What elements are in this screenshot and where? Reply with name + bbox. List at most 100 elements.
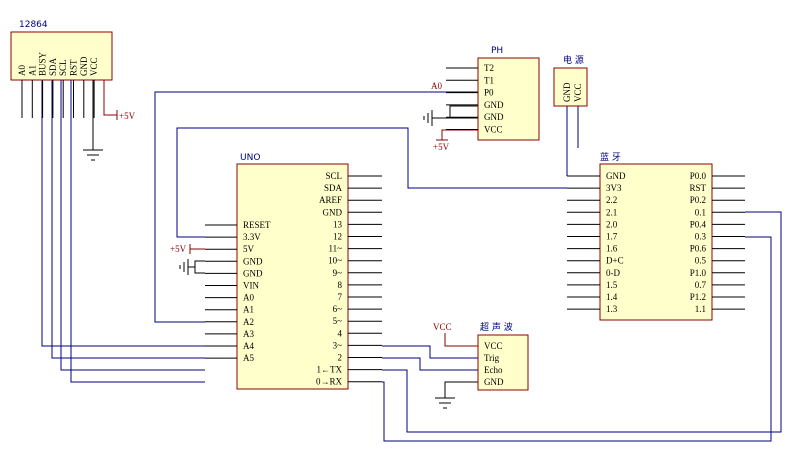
wire-lcd-scl-to-uno-a4 [60, 80, 205, 371]
power-title: 电 源 [563, 54, 584, 66]
bt-pin-label-p0-2: P0.2 [690, 195, 706, 205]
bt-pin-label-rst: RST [689, 183, 706, 193]
bt-pin-label-p0-4: P0.4 [690, 219, 707, 229]
bt-pin-label-0-5: 0.5 [695, 256, 707, 266]
uno-pin-label-aref: AREF [319, 195, 342, 205]
uno-pin-label-a4: A4 [243, 341, 254, 351]
uno-pin-label-gnd: GND [323, 207, 343, 217]
bt-pin-label-0-d: 0-D [606, 268, 620, 278]
uno-pin-label-a0: A0 [243, 293, 254, 303]
uno-pin-label-gnd: GND [243, 268, 263, 278]
wire-lcd-busy-to-uno-a2 [41, 80, 205, 347]
uno-pin-label-9: 9~ [333, 268, 343, 278]
lcd-title: 12864 [19, 20, 48, 30]
uno-pin-label-12: 12 [333, 232, 342, 242]
bt-pin-label-gnd: GND [606, 171, 626, 181]
power-pin-label-vcc: VCC [573, 83, 583, 102]
ph-pin-label-t2: T2 [484, 63, 494, 73]
ground-icon [423, 110, 433, 126]
uno-pin-label-2: 2 [338, 353, 343, 363]
uno-pin-label-reset: RESET [243, 220, 271, 230]
bt-pin-label-2-2: 2.2 [606, 195, 617, 205]
ph-pin-label-gnd: GND [484, 112, 504, 122]
bt-pin-label-2-1: 2.1 [606, 207, 617, 217]
wire-uno-tx-to-bt-01 [382, 211, 782, 433]
wire-uno-rx-to-bt-03 [382, 236, 772, 442]
ground-icon [83, 149, 103, 161]
uno-pin-label-3-3v: 3.3V [243, 232, 261, 242]
lcd-pin-label-scl: SCL [58, 59, 68, 76]
uno-pin-label-10: 10~ [328, 256, 342, 266]
bt-pin-label-1-3: 1.3 [606, 304, 618, 314]
ph-pin-label-gnd: GND [484, 100, 504, 110]
uno-pin-label-a1: A1 [243, 305, 254, 315]
wire-lcd-sda-to-uno-a3 [51, 80, 205, 359]
uno-pin-label-7: 7 [338, 292, 343, 302]
plus5v-uno-label: +5V [170, 244, 187, 254]
uno-pin-label-13: 13 [333, 219, 343, 229]
bt-pin-label-p0-6: P0.6 [690, 244, 707, 254]
bt-pin-label-p0-0: P0.0 [690, 171, 707, 181]
lcd-vcc-wire [103, 80, 117, 116]
bt-pin-label-1-5: 1.5 [606, 280, 618, 290]
wires [41, 80, 782, 442]
plus5v-lcd-label: +5V [119, 111, 136, 121]
ground-icon [179, 259, 189, 275]
power-pin-label-gnd: GND [562, 82, 572, 102]
uno-pin-label-gnd: GND [243, 256, 263, 266]
uno-pin-label-5: 5~ [333, 316, 343, 326]
bt-pin-label-1-7: 1.7 [606, 232, 618, 242]
uno-pin-label-8: 8 [338, 280, 343, 290]
sonar-pin-label-vcc: VCC [484, 341, 503, 351]
lcd-pin-label-a1: A1 [27, 65, 37, 76]
ph-pin-label-p0: P0 [484, 88, 494, 98]
wire-lcd-rst-to-uno-a5 [70, 80, 205, 383]
uno-pin-label-sda: SDA [324, 183, 343, 193]
sonar-pin-label-gnd: GND [484, 377, 504, 387]
wire-uno-2-to-sonar-echo [382, 357, 478, 371]
uno-pin-label-a2: A2 [243, 317, 254, 327]
bt-pin-label-p1-0: P1.0 [690, 268, 707, 278]
ph-a0-label: A0 [431, 81, 442, 91]
lcd-pin-label-sda: SDA [48, 57, 58, 76]
bt-pin-label-1-6: 1.6 [606, 244, 618, 254]
wire-uno-3-to-sonar-trig [382, 345, 478, 359]
uno-pin-label-4: 4 [338, 328, 343, 338]
uno-pin-label-a5: A5 [243, 353, 254, 363]
sonar-pin-label-echo: Echo [484, 365, 503, 375]
wire-bt-3v3-to-uno-3v3 [176, 127, 567, 238]
uno-pin-label-vin: VIN [243, 281, 259, 291]
ph-title: PH [491, 46, 503, 56]
bt-pin-label-2-0: 2.0 [606, 219, 618, 229]
bt-pin-label-d-c: D+C [606, 256, 624, 266]
vcc-sonar-label: VCC [433, 322, 452, 332]
uno-pin-label-6: 6~ [333, 304, 343, 314]
sonar-title: 超 声 波 [480, 321, 513, 333]
lcd-pin-label-busy: BUSY [38, 51, 48, 76]
uno-pin-label-scl: SCL [325, 171, 342, 181]
uno-pin-label-5v: 5V [243, 244, 255, 254]
uno-pin-label-0-rx: 0→RX [316, 377, 343, 387]
bt-pin-label-0-3: 0.3 [695, 232, 707, 242]
ph-pin-label-t1: T1 [484, 75, 494, 85]
uno-pin-label-3: 3~ [333, 340, 343, 350]
uno-title: UNO [240, 153, 260, 163]
bluetooth-component: 蓝 牙 GND3V32.22.12.01.71.6D+C0-D1.51.41.3… [567, 151, 745, 321]
lcd-pin-label-gnd: GND [79, 56, 89, 76]
bt-pin-label-1-4: 1.4 [606, 292, 618, 302]
sonar-pin-label-trig: Trig [484, 353, 500, 363]
uno-pin-label-11: 11~ [328, 244, 342, 254]
bluetooth-title: 蓝 牙 [600, 151, 621, 163]
ground-icon [435, 397, 455, 409]
uno-pin-label-a3: A3 [243, 329, 254, 339]
power-symbols: +5V +5V A0 +5V VCC [83, 80, 478, 409]
plus5v-ph-label: +5V [433, 142, 450, 152]
wire-ph-p0-to-uno-a0 [154, 91, 478, 323]
lcd-pin-label-a0: A0 [17, 65, 27, 76]
ph-vcc-wire [441, 129, 478, 140]
